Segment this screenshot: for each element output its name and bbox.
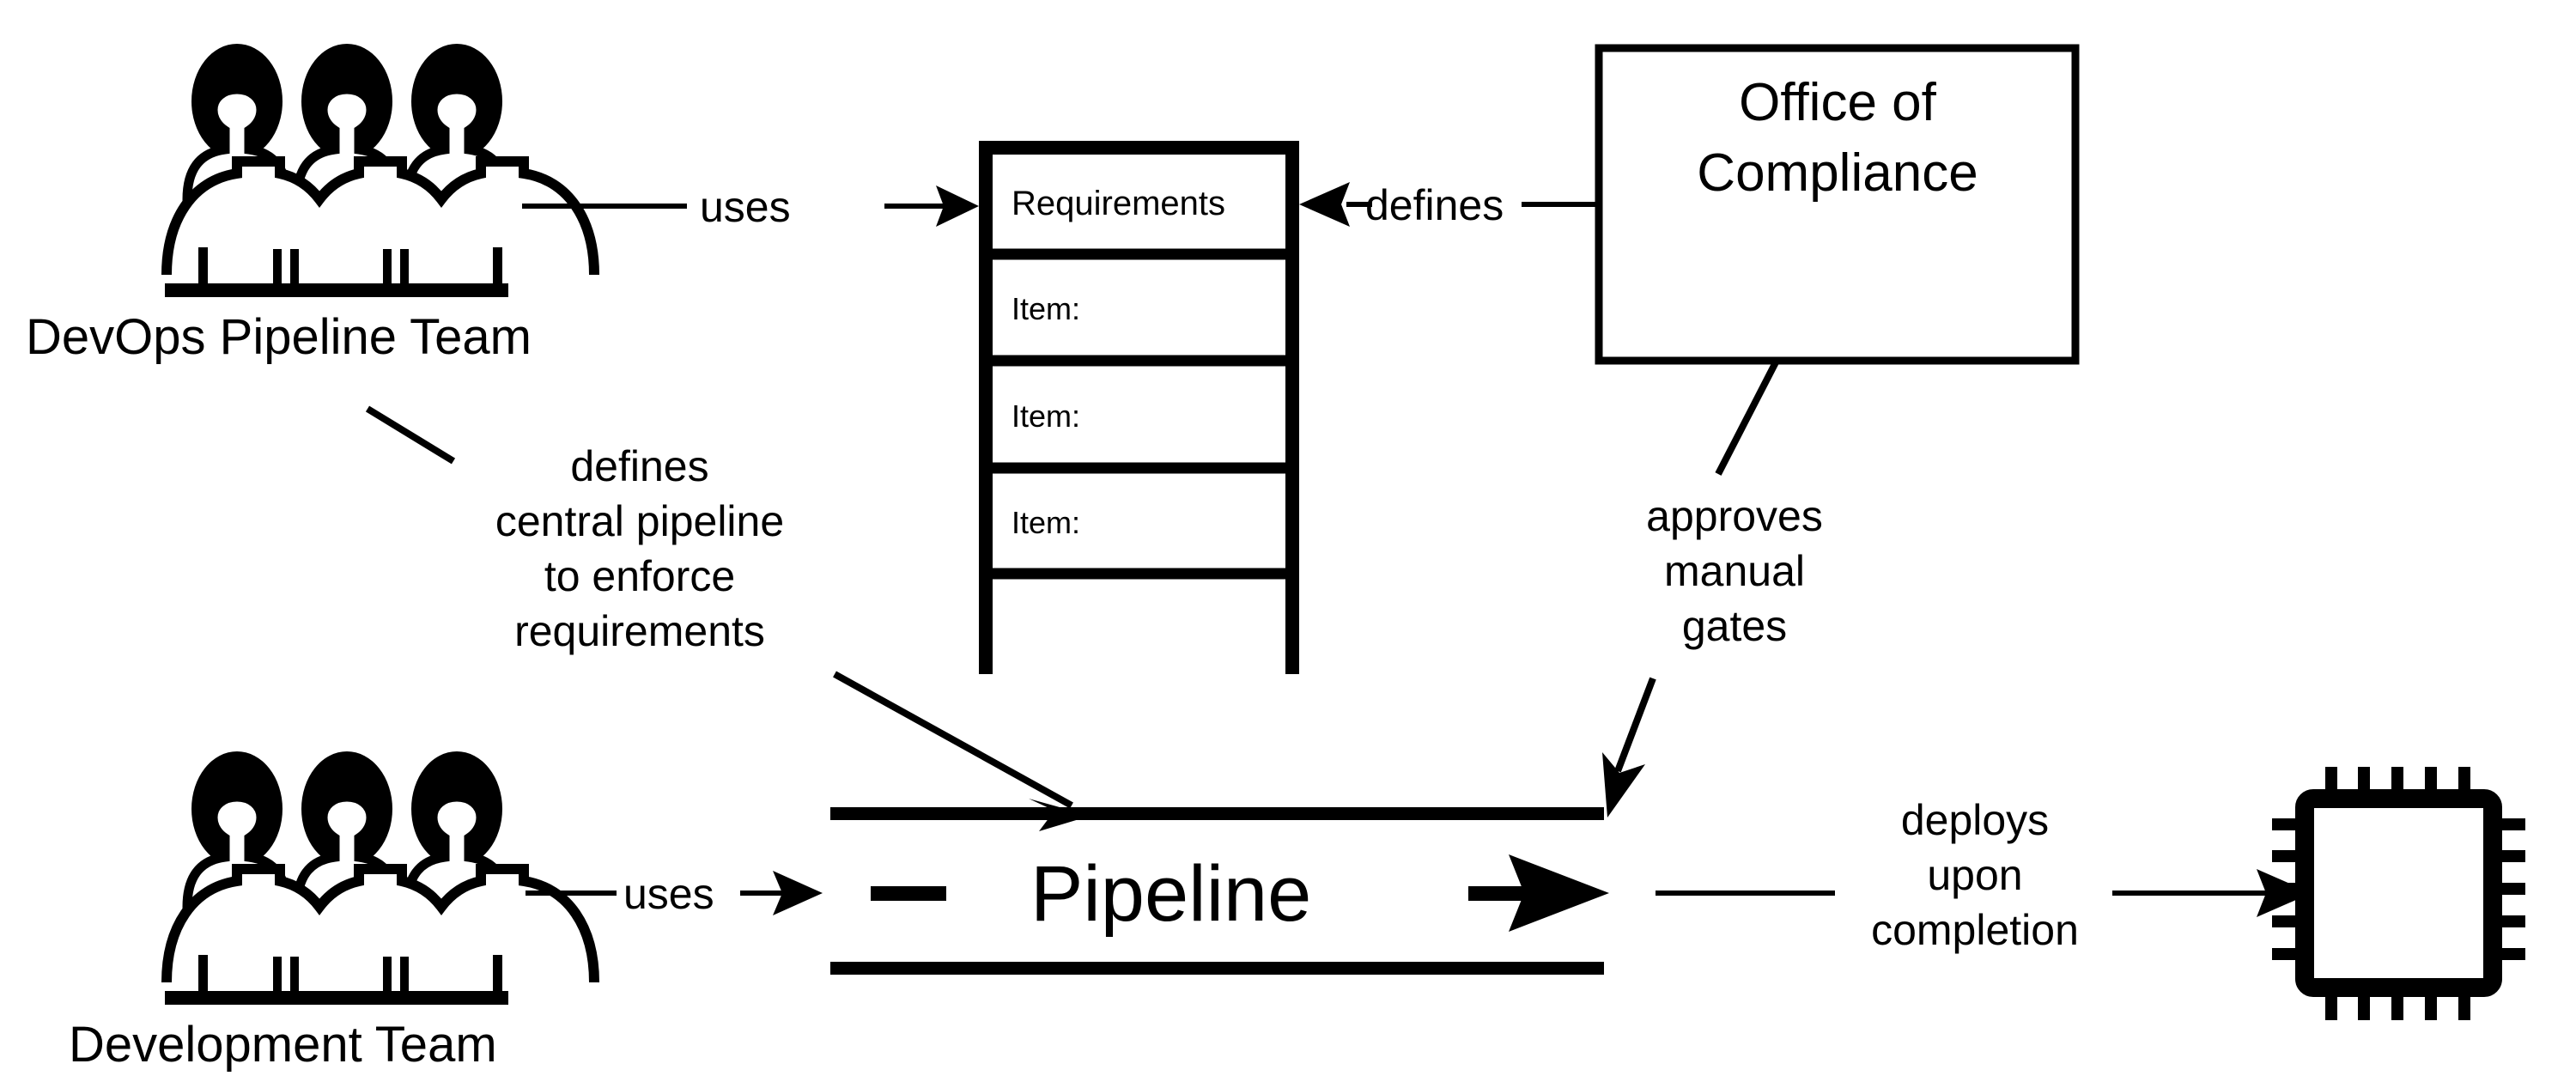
svg-text:to enforce: to enforce: [544, 552, 735, 600]
svg-text:central pipeline: central pipeline: [495, 497, 784, 545]
edge-label-defines-central-pipeline: defines central pipeline to enforce requ…: [495, 442, 784, 655]
devops-team-label: DevOps Pipeline Team: [26, 309, 532, 365]
pipeline-label: Pipeline: [1030, 850, 1311, 938]
devops-team-icon: [161, 44, 599, 297]
edge-devops-uses-requirements: [522, 185, 979, 227]
requirements-list-item: Item:: [1012, 398, 1080, 434]
compliance-box-line2: Compliance: [1697, 143, 1978, 203]
requirements-list: Requirements Item: Item: Item:: [979, 141, 1299, 674]
edge-compliance-defines-requirements: [1299, 182, 1600, 227]
arrowhead-icon: [1602, 752, 1645, 818]
office-of-compliance-box: Office of Compliance: [1595, 44, 2080, 365]
edge-label-approves-manual-gates: approves manual gates: [1646, 492, 1823, 650]
svg-text:approves: approves: [1646, 492, 1823, 540]
edge-label-deploys-upon-completion: deploys upon completion: [1871, 796, 2079, 954]
svg-text:gates: gates: [1682, 602, 1787, 650]
svg-text:completion: completion: [1871, 906, 2079, 954]
edge-label-uses-top: uses: [700, 183, 791, 231]
edge-label-defines: defines: [1365, 181, 1504, 229]
cpu-chip-icon: [2272, 767, 2525, 1020]
compliance-box-line1: Office of: [1739, 73, 1937, 132]
arrowhead-icon: [936, 185, 979, 227]
pipeline-dash-icon: [871, 886, 946, 901]
svg-text:upon: upon: [1927, 851, 2022, 899]
svg-text:defines: defines: [570, 442, 708, 490]
edge-dev-uses-pipeline: [526, 871, 823, 915]
development-team-label: Development Team: [69, 1017, 497, 1073]
requirements-list-header: Requirements: [1012, 185, 1225, 222]
svg-text:requirements: requirements: [514, 607, 765, 655]
arrowhead-icon: [773, 871, 823, 915]
pipeline-arrow-icon: [1509, 854, 1609, 932]
edge-compliance-approves-gates: [1602, 359, 1780, 818]
pipeline-shape: Pipeline: [830, 807, 1609, 975]
requirements-list-item: Item:: [1012, 291, 1080, 326]
development-team-icon: [161, 751, 599, 1005]
svg-text:manual: manual: [1664, 547, 1805, 595]
requirements-list-item: Item:: [1012, 505, 1080, 540]
arrowhead-icon: [1299, 182, 1350, 227]
edge-label-uses-bottom: uses: [623, 870, 714, 918]
svg-text:deploys: deploys: [1901, 796, 2049, 844]
